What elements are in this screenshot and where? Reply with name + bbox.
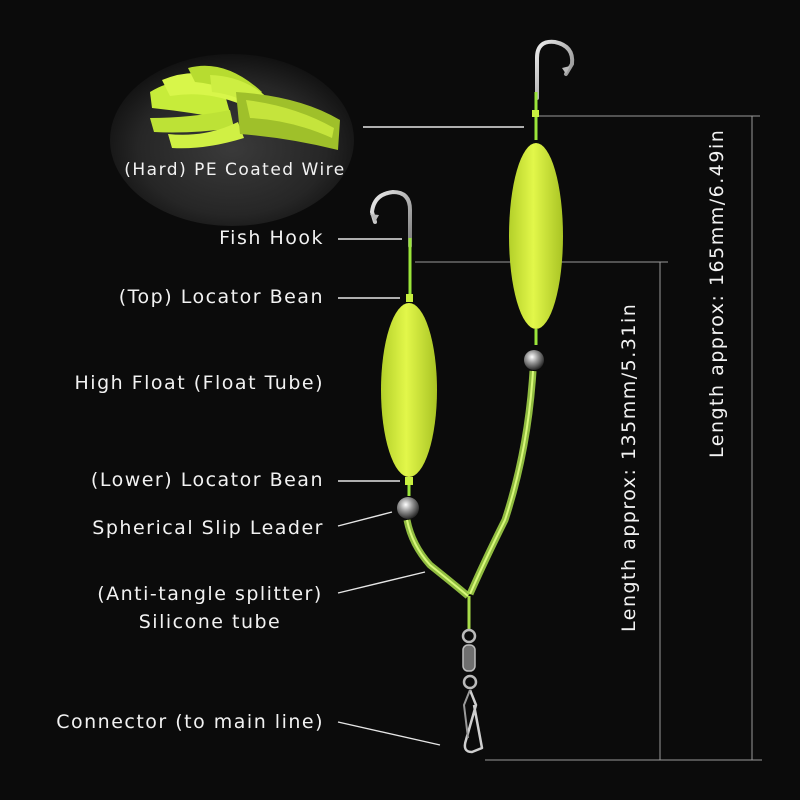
short-top-bean — [406, 294, 413, 302]
label-fish-hook: Fish Hook — [219, 227, 324, 249]
pe-wire-closeup — [110, 54, 354, 226]
dimension-guides — [415, 115, 762, 761]
braided-wire-strands — [150, 65, 340, 150]
long-hook — [535, 39, 575, 100]
label-top-locator-bean: (Top) Locator Bean — [118, 286, 324, 308]
label-lower-locator-bean: (Lower) Locator Bean — [90, 469, 324, 491]
label-splitter-line2: Silicone tube — [138, 611, 282, 633]
dimension-long-length: Length approx: 165mm/6.49in — [706, 128, 728, 458]
label-splitter-line1: (Anti-tangle splitter) — [97, 583, 323, 605]
long-branch — [466, 39, 575, 596]
long-top-bean — [532, 110, 539, 117]
label-pointers — [337, 126, 524, 746]
label-pe-coated-wire: (Hard) PE Coated Wire — [124, 160, 346, 180]
short-hook — [369, 189, 412, 248]
pointer-connector — [337, 721, 441, 746]
short-slip-ball — [397, 497, 419, 519]
label-connector: Connector (to main line) — [56, 711, 324, 733]
long-slip-ball — [524, 350, 544, 370]
short-branch — [369, 189, 471, 599]
long-float — [509, 143, 563, 329]
pointer-splitter — [337, 571, 426, 594]
dimension-short-length: Length approx: 135mm/5.31in — [618, 302, 640, 632]
short-float — [381, 303, 437, 477]
short-lower-bean — [405, 477, 413, 485]
pointer-slip-leader — [337, 511, 393, 527]
label-spherical-slip-leader: Spherical Slip Leader — [92, 517, 324, 539]
label-high-float: High Float (Float Tube) — [74, 372, 324, 394]
connector-swivel — [461, 596, 484, 754]
